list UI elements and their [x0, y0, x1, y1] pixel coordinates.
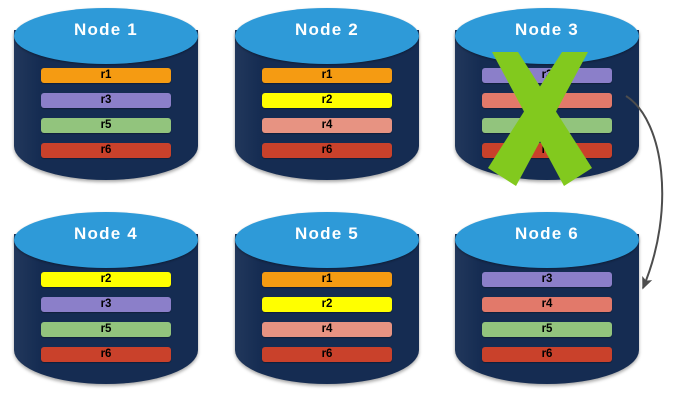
record-row[interactable]: r4 [482, 297, 612, 312]
record-row[interactable]: r6 [482, 347, 612, 362]
cylinder-top-ellipse [455, 8, 639, 64]
record-row[interactable]: r6 [482, 143, 612, 158]
record-row[interactable]: r6 [262, 347, 392, 362]
record-list: r3 r4 r5 r6 [482, 272, 612, 362]
record-row[interactable]: r6 [41, 347, 171, 362]
record-row[interactable]: r4 [482, 93, 612, 108]
record-row[interactable]: r2 [262, 297, 392, 312]
record-row[interactable]: r6 [262, 143, 392, 158]
record-row[interactable]: r4 [262, 118, 392, 133]
cylinder-top-ellipse [235, 212, 419, 268]
cylinder-top-ellipse [455, 212, 639, 268]
record-row[interactable]: r1 [41, 68, 171, 83]
record-list: r3 r4 r5 r6 [482, 68, 612, 158]
record-row[interactable]: r3 [41, 297, 171, 312]
record-row[interactable]: r3 [482, 272, 612, 287]
record-list: r2 r3 r5 r6 [41, 272, 171, 362]
record-row[interactable]: r5 [41, 118, 171, 133]
record-list: r1 r3 r5 r6 [41, 68, 171, 158]
record-row[interactable]: r3 [482, 68, 612, 83]
record-row[interactable]: r5 [482, 118, 612, 133]
cylinder-top-ellipse [14, 212, 198, 268]
cylinder-top-ellipse [235, 8, 419, 64]
record-row[interactable]: r2 [41, 272, 171, 287]
record-row[interactable]: r2 [262, 93, 392, 108]
record-list: r1 r2 r4 r6 [262, 68, 392, 158]
record-row[interactable]: r1 [262, 272, 392, 287]
record-row[interactable]: r5 [482, 322, 612, 337]
record-row[interactable]: r5 [41, 322, 171, 337]
record-row[interactable]: r1 [262, 68, 392, 83]
cylinder-top-ellipse [14, 8, 198, 64]
record-row[interactable]: r6 [41, 143, 171, 158]
record-row[interactable]: r4 [262, 322, 392, 337]
record-row[interactable]: r3 [41, 93, 171, 108]
record-list: r1 r2 r4 r6 [262, 272, 392, 362]
